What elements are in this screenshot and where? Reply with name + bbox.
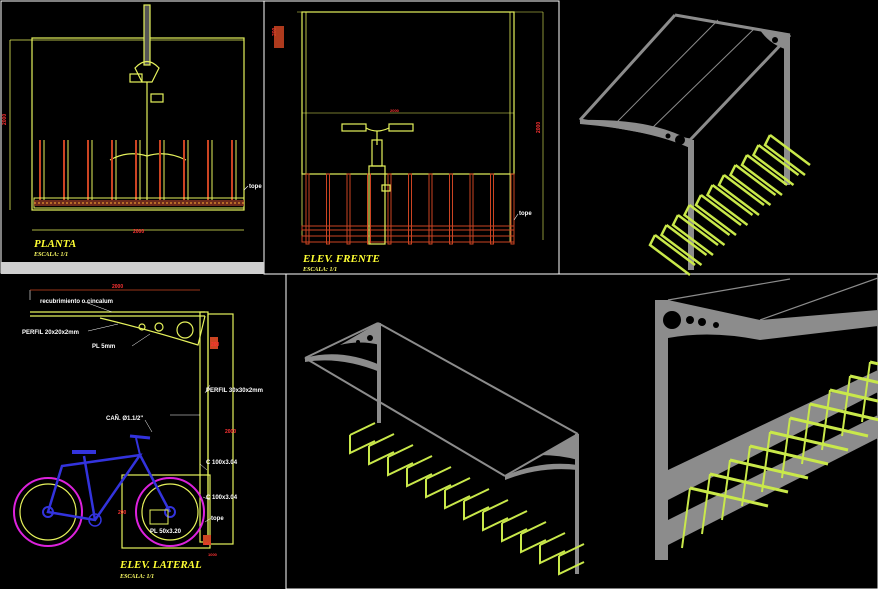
frente-dim-right: 2000 <box>536 122 542 133</box>
iso1-rack-loop <box>728 164 777 206</box>
lateral-dim-right-top: 200 <box>211 342 220 348</box>
iso2-rack-loop <box>520 521 547 554</box>
iso3-rack-leg <box>761 431 771 493</box>
frente-bar <box>449 173 453 245</box>
iso-view-bottom-right <box>655 277 878 560</box>
frente-title: ELEV. FRENTE <box>302 253 380 265</box>
iso3-rack-bar <box>729 458 809 480</box>
lateral-dim-bottom2: 1000 <box>208 552 218 557</box>
iso3-rack-bar <box>789 416 869 438</box>
lateral-note-tope: tope <box>211 516 224 522</box>
planta-rack-bars <box>39 140 237 200</box>
iso2-rack-loop <box>387 444 414 477</box>
frente-note-tope: tope <box>519 211 532 217</box>
lateral-dim-top: 2000 <box>112 284 123 290</box>
lateral-note-perfil-a: PERFIL 20x20x2mm <box>22 330 79 336</box>
iso2-rack-loop <box>558 543 585 576</box>
iso1-rack-loops <box>648 134 811 276</box>
iso1-rack-loop <box>717 174 765 216</box>
frente-bar <box>326 173 330 245</box>
frente-view: 2000 200 2000 tope ELEV. FRENTE ESCALA: … <box>272 11 544 273</box>
iso3-rack-bars <box>681 360 878 549</box>
planta-note-tope: tope <box>249 184 262 190</box>
lateral-dim-right-mid: 2000 <box>225 429 236 435</box>
iso3-rack-bar <box>709 472 789 494</box>
lateral-title: ELEV. LATERAL <box>119 559 202 571</box>
iso3-rack-leg <box>801 403 811 465</box>
iso2-rack-loop <box>368 433 395 466</box>
iso3-rack-bar <box>689 486 769 508</box>
iso1-rack-loop <box>763 134 811 176</box>
iso2-rack-loops <box>349 422 585 576</box>
frente-bar <box>490 173 494 245</box>
planta-view: 2000 2000 tope PLANTA ESCALA: 1/1 <box>2 4 262 258</box>
frente-scale: ESCALA: 1/1 <box>302 267 337 273</box>
planta-dim-bottom: 2000 <box>133 229 144 235</box>
iso2-rack-loop <box>463 488 490 521</box>
frente-dim-mid: 2000 <box>390 108 400 113</box>
iso2-rack-loop <box>425 466 452 499</box>
lateral-dim-bottom: 100 <box>204 541 211 546</box>
iso2-rack-loop <box>444 477 471 510</box>
iso1-rack-loop <box>740 154 788 196</box>
iso3-rack-leg <box>821 389 831 451</box>
iso-view-top-right <box>578 13 811 276</box>
lateral-note-cano: CAÑ. Ø1.1/2" <box>106 415 143 422</box>
iso2-rack-loop <box>349 422 376 455</box>
lateral-note-c2: C 100x3.04 <box>206 495 238 501</box>
frente-bar <box>305 173 310 245</box>
iso3-rack-leg <box>781 417 791 479</box>
frente-bar <box>469 173 474 245</box>
iso3-rack-bar <box>749 444 829 466</box>
lateral-scale: ESCALA: 1/1 <box>119 574 154 580</box>
iso2-rack-loop <box>482 499 509 532</box>
planta-dim-left: 2000 <box>2 114 8 125</box>
iso3-rack-bar <box>809 402 878 422</box>
iso3-rack-leg <box>841 375 851 437</box>
frente-rack-bars <box>305 173 515 245</box>
iso1-rack-loop <box>671 214 719 256</box>
frente-bar <box>346 173 351 245</box>
lateral-note-cover: recubrimiento o cincalum <box>40 299 113 305</box>
lateral-note-c1: C 100x3.04 <box>206 460 238 466</box>
iso1-rack-loop <box>705 184 754 226</box>
iso1-rack-loop <box>648 234 696 276</box>
iso3-rack-leg <box>681 487 691 549</box>
iso-view-bottom-middle <box>304 322 585 576</box>
iso3-rack-bar <box>829 388 878 403</box>
frente-bar <box>510 173 515 245</box>
iso2-rack-loop <box>501 510 528 543</box>
planta-title: PLANTA <box>34 238 76 250</box>
iso3-rack-leg <box>701 473 711 535</box>
iso3-rack-leg <box>721 459 731 521</box>
frente-bar <box>387 173 392 245</box>
planta-panel-footer-bar <box>1 262 264 274</box>
lateral-view: 2000 200 2000 <box>13 284 263 580</box>
frente-bar <box>408 173 412 245</box>
iso3-rack-bar <box>769 430 849 452</box>
iso1-rack-loop <box>682 204 731 246</box>
lateral-note-pl2: PL 50x3.20 <box>150 529 182 535</box>
lateral-note-pl: PL 5mm <box>92 344 115 350</box>
iso2-rack-loop <box>539 532 566 565</box>
iso1-rack-loop <box>694 194 742 236</box>
iso3-rack-bar <box>849 374 878 385</box>
frente-bar <box>428 173 433 245</box>
lateral-dim-left-wheel: 200 <box>118 510 127 516</box>
lateral-note-perfil-b: PERFIL 30x30x2mm <box>206 388 263 394</box>
planta-scale: ESCALA: 1/1 <box>33 252 68 258</box>
iso3-rack-leg <box>741 445 751 507</box>
iso2-rack-loop <box>406 455 433 488</box>
iso1-rack-loop <box>659 224 708 266</box>
iso3-rack-leg <box>861 361 871 423</box>
iso1-rack-loop <box>751 144 800 186</box>
